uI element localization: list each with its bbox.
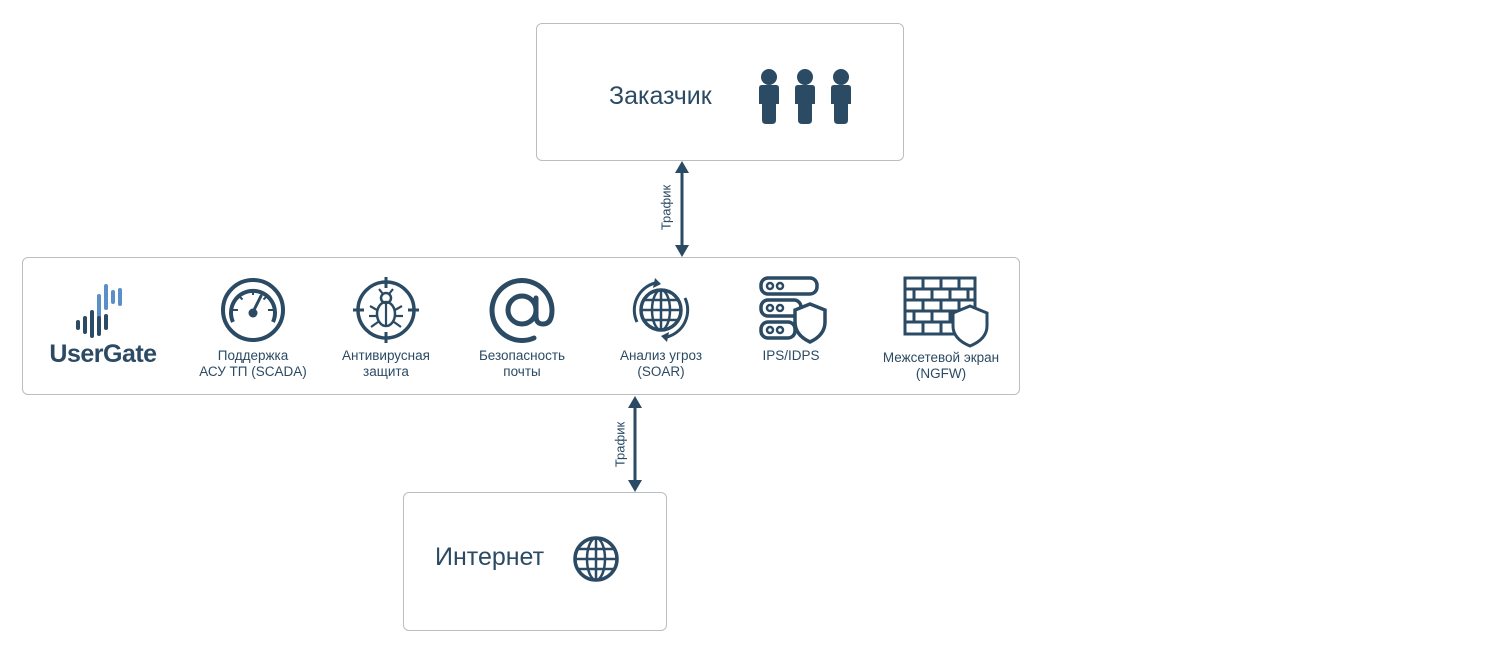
customer-title: Заказчик — [609, 82, 712, 110]
usergate-box: UserGate Поддержка АСУ ТП (SCADA) — [22, 257, 1020, 395]
traffic-label-bottom: Трафик — [612, 421, 628, 468]
usergate-logo-icon — [76, 284, 122, 338]
module-soar: Анализ угроз (SOAR) — [586, 276, 736, 380]
internet-title: Интернет — [435, 543, 545, 571]
usergate-logo-text: UserGate — [49, 340, 157, 368]
module-ips-line1: IPS/IDPS — [762, 348, 820, 363]
module-antivirus-line1: Антивирусная — [342, 348, 430, 363]
gauge-icon — [221, 278, 285, 342]
people-icon — [759, 69, 851, 124]
globe-refresh-icon — [632, 278, 690, 342]
module-scada-line2: АСУ ТП (SCADA) — [199, 364, 307, 379]
traffic-arrow-top — [675, 161, 689, 257]
traffic-arrow-bottom — [628, 396, 642, 492]
module-ips: IPS/IDPS — [716, 276, 866, 364]
module-ngfw-line1: Межсетевой экран — [882, 350, 1000, 365]
usergate-logo: UserGate — [43, 282, 163, 369]
bug-target-icon — [353, 277, 419, 343]
customer-box: Заказчик — [536, 23, 904, 161]
firewall-icon — [903, 276, 989, 348]
module-ngfw: Межсетевой экран (NGFW) — [866, 276, 1016, 382]
traffic-label-top: Трафик — [658, 184, 674, 231]
module-antivirus-line2: защита — [363, 364, 409, 379]
globe-icon — [573, 536, 619, 582]
module-mail-line2: почты — [503, 364, 541, 379]
at-sign-icon — [489, 278, 555, 343]
module-mail-security: Безопасность почты — [447, 276, 597, 380]
module-scada-line1: Поддержка — [217, 348, 289, 363]
module-ngfw-line2: (NGFW) — [915, 366, 967, 381]
internet-box: Интернет — [403, 492, 667, 631]
module-soar-line1: Анализ угроз — [619, 348, 703, 363]
module-antivirus: Антивирусная защита — [311, 276, 461, 380]
module-scada: Поддержка АСУ ТП (SCADA) — [178, 276, 328, 380]
module-soar-line2: (SOAR) — [637, 364, 685, 379]
module-mail-line1: Безопасность — [478, 348, 566, 363]
server-shield-icon — [759, 276, 827, 344]
